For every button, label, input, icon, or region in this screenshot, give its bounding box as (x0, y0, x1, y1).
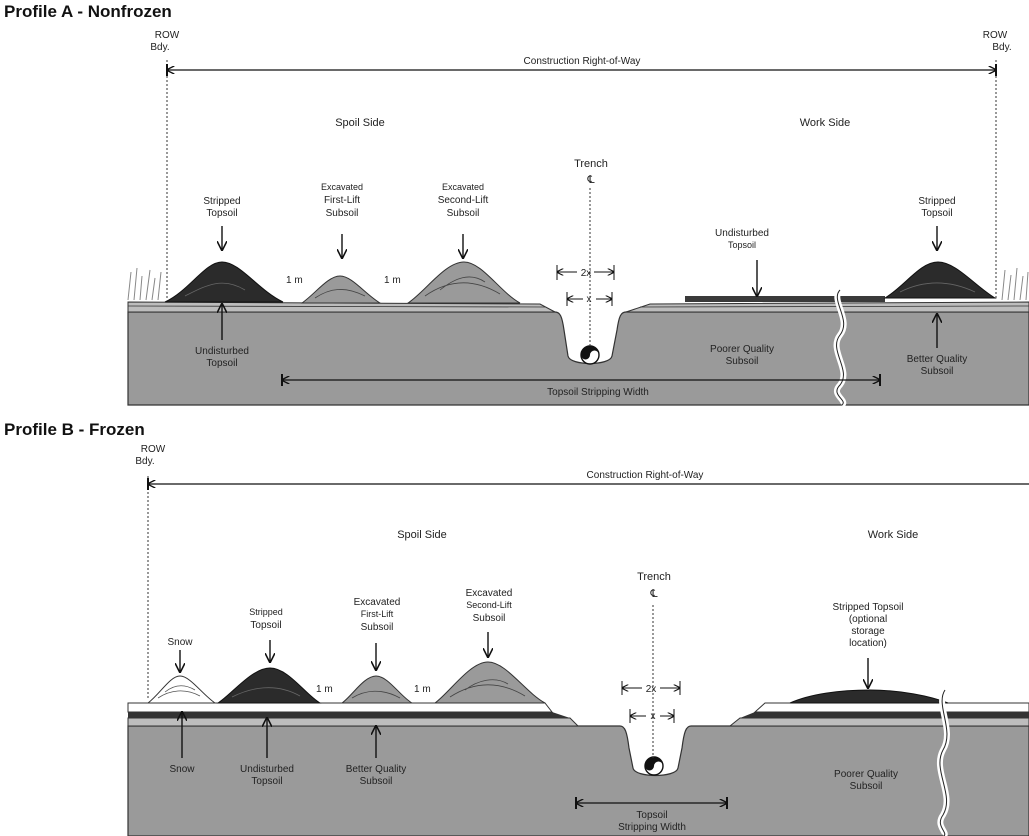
gap-frozen-label-1: 1 m (316, 684, 333, 695)
row-bdy-left-label: ROW (155, 30, 180, 41)
stripped-topsoil-label-2: Topsoil (206, 208, 237, 219)
pipe-icon-frozen (644, 756, 664, 776)
second-lift-label-3: Subsoil (447, 208, 480, 219)
section-break-icon-frozen (939, 689, 948, 836)
snow-layer-left (127, 702, 554, 713)
snow-layer-right (753, 702, 1029, 713)
first-lift-frozen-label-3: Subsoil (361, 622, 394, 633)
stripped-topsoil-mound-work (789, 689, 949, 704)
second-lift-label-2: Second-Lift (438, 195, 489, 206)
first-lift-label-3: Subsoil (326, 208, 359, 219)
topsoil-layer-left-frozen (128, 712, 570, 718)
x-label: x (587, 294, 592, 305)
stripped-topsoil-pile-right (883, 261, 997, 299)
better-subsoil-frozen-label: Better Quality (346, 764, 407, 775)
row-bdy-left-label-2: Bdy. (150, 42, 169, 53)
subsoil-ground-frozen (127, 725, 1029, 836)
second-lift-label: Excavated (442, 182, 484, 192)
topsoil-layer-left (127, 301, 556, 313)
snow-top-label: Snow (167, 637, 193, 648)
stripped-optional-label-3: storage (851, 626, 885, 637)
stripped-topsoil-frozen-label-2: Topsoil (250, 620, 281, 631)
row-bdy-right-label-2: Bdy. (992, 42, 1011, 53)
stripped-optional-label-4: location) (849, 638, 887, 649)
better-subsoil-layer-right (728, 717, 1029, 727)
snow-pile (146, 675, 217, 704)
stripped-topsoil-pile-frozen (216, 667, 322, 704)
centerline-symbol: ℄ (586, 174, 594, 186)
gap-label-1: 1 m (286, 275, 303, 286)
stripped-optional-label-2: (optional (849, 614, 887, 625)
undisturbed-topsoil-band (685, 296, 885, 302)
gap-label-2: 1 m (384, 275, 401, 286)
work-side-label: Work Side (800, 117, 851, 129)
two-x-frozen-label: 2x (646, 684, 657, 695)
work-side-frozen-label: Work Side (868, 529, 919, 541)
centerline-frozen-symbol: ℄ (649, 588, 657, 600)
profile-a-title: Profile A - Nonfrozen (4, 2, 172, 21)
stripped-topsoil-right-label: Stripped (918, 196, 955, 207)
poorer-subsoil-label-2: Subsoil (726, 356, 759, 367)
gap-frozen-label-2: 1 m (414, 684, 431, 695)
second-lift-frozen-label: Excavated (466, 588, 513, 599)
undisturbed-topsoil-work-label: Undisturbed (715, 228, 769, 239)
pipe-icon (580, 345, 600, 365)
better-subsoil-label-2: Subsoil (921, 366, 954, 377)
first-lift-label: Excavated (321, 182, 363, 192)
stripped-topsoil-frozen-label: Stripped (249, 607, 283, 617)
trench-frozen-label: Trench (637, 571, 671, 583)
first-lift-pile-frozen (340, 675, 414, 704)
profile-a: ROW Bdy. ROW Bdy. Construction Right-of-… (127, 30, 1029, 408)
spoil-side-frozen-label: Spoil Side (397, 529, 447, 541)
better-subsoil-label: Better Quality (907, 354, 968, 365)
trench-label: Trench (574, 158, 608, 170)
profile-b-title: Profile B - Frozen (4, 420, 145, 439)
two-x-label: 2x (581, 268, 592, 279)
poorer-subsoil-frozen-label: Poorer Quality (834, 769, 898, 780)
x-frozen-label: x (651, 711, 656, 722)
undisturbed-topsoil-spoil-label: Undisturbed (195, 346, 249, 357)
stripping-width-label: Topsoil Stripping Width (547, 387, 649, 398)
row-bdy-frozen-label-2: Bdy. (135, 456, 154, 467)
first-lift-frozen-label-2: First-Lift (361, 609, 394, 619)
spoil-side-label: Spoil Side (335, 117, 385, 129)
stripping-width-frozen-label-2: Stripping Width (618, 822, 686, 833)
undisturbed-topsoil-frozen-label: Undisturbed (240, 764, 294, 775)
undisturbed-topsoil-work-label-2: Topsoil (728, 240, 756, 250)
grass-icon (127, 267, 1029, 301)
poorer-subsoil-frozen-label-2: Subsoil (850, 781, 883, 792)
profile-b: ROW Bdy. Construction Right-of-Way Spoil… (127, 444, 1029, 836)
stripping-width-frozen-label: Topsoil (636, 810, 667, 821)
stripped-topsoil-pile-left (164, 261, 284, 303)
stripped-topsoil-right-label-2: Topsoil (921, 208, 952, 219)
second-lift-frozen-label-2: Second-Lift (466, 600, 512, 610)
row-bdy-right-label: ROW (983, 30, 1008, 41)
construction-row-frozen-label: Construction Right-of-Way (587, 470, 704, 481)
poorer-subsoil-label: Poorer Quality (710, 344, 774, 355)
first-lift-label-2: First-Lift (324, 195, 360, 206)
stripped-optional-label: Stripped Topsoil (833, 602, 904, 613)
undisturbed-topsoil-frozen-label-2: Topsoil (251, 776, 282, 787)
snow-bottom-label: Snow (169, 764, 195, 775)
row-bdy-frozen-label: ROW (141, 444, 166, 455)
first-lift-frozen-label: Excavated (354, 597, 401, 608)
construction-row-label: Construction Right-of-Way (524, 56, 641, 67)
better-subsoil-layer-left (127, 717, 580, 727)
better-subsoil-frozen-label-2: Subsoil (360, 776, 393, 787)
undisturbed-topsoil-spoil-label-2: Topsoil (206, 358, 237, 369)
second-lift-pile-frozen (433, 661, 546, 704)
second-lift-frozen-label-3: Subsoil (473, 613, 506, 624)
stripped-topsoil-label: Stripped (203, 196, 240, 207)
topsoil-layer-right-frozen (740, 712, 1029, 718)
